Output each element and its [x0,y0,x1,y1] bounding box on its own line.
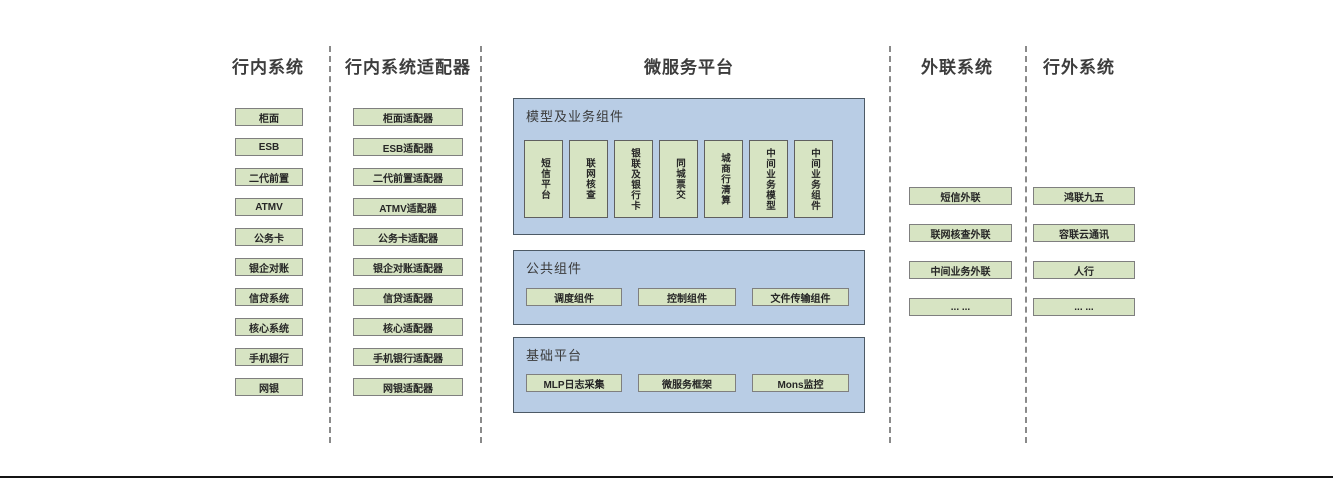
outreach-system-box: 联网核查外联 [909,224,1012,242]
model-component-label: 短信平台 [538,158,550,200]
external-system-box: 鸿联九五 [1033,187,1135,205]
base-platform-box: Mons监控 [752,374,849,392]
adapter-box: 公务卡适配器 [353,228,463,246]
common-component-box: 调度组件 [526,288,622,306]
internal-system-box: 柜面 [235,108,303,126]
lane-header-internal: 行内系统 [232,58,304,77]
panel-label: 基础平台 [526,348,583,363]
common-component-box: 文件传输组件 [752,288,849,306]
internal-system-box: ESB [235,138,303,156]
lane-header-platform: 微服务平台 [644,58,734,77]
lane-separator-4 [1025,46,1027,443]
adapter-box: 银企对账适配器 [353,258,463,276]
panel-label: 模型及业务组件 [526,109,625,124]
external-system-box: 容联云通讯 [1033,224,1135,242]
model-component-box: 银联及银行卡 [614,140,653,218]
external-system-box: 人行 [1033,261,1135,279]
bottom-divider [0,476,1333,478]
model-component-label: 中间业务组件 [808,147,820,211]
lane-separator-2 [480,46,482,443]
internal-system-box: 二代前置 [235,168,303,186]
model-component-label: 银联及银行卡 [628,147,640,211]
model-component-box: 联网核查 [569,140,608,218]
model-component-box: 短信平台 [524,140,563,218]
panel-model-business-components: 模型及业务组件 短信平台 联网核查 银联及银行卡 同城票交 城商行清算 中间业务… [513,98,865,235]
outreach-system-box: 短信外联 [909,187,1012,205]
common-component-box: 控制组件 [638,288,736,306]
adapter-box: ATMV适配器 [353,198,463,216]
lane-header-adapters: 行内系统适配器 [345,58,471,77]
lane-separator-3 [889,46,891,443]
adapter-box: 核心适配器 [353,318,463,336]
internal-system-box: 网银 [235,378,303,396]
external-system-box: ... ... [1033,298,1135,316]
panel-label: 公共组件 [526,261,583,276]
base-platform-box: 微服务框架 [638,374,736,392]
adapter-box: ESB适配器 [353,138,463,156]
internal-system-box: 核心系统 [235,318,303,336]
lane-header-outreach: 外联系统 [921,58,993,77]
model-component-label: 同城票交 [673,158,685,200]
model-component-label: 城商行清算 [718,152,730,206]
internal-system-box: 信贷系统 [235,288,303,306]
model-component-box: 城商行清算 [704,140,743,218]
model-component-box: 中间业务模型 [749,140,788,218]
adapter-box: 柜面适配器 [353,108,463,126]
outreach-system-box: ... ... [909,298,1012,316]
base-platform-box: MLP日志采集 [526,374,622,392]
model-component-box: 中间业务组件 [794,140,833,218]
model-component-label: 中间业务模型 [763,147,775,211]
model-component-box: 同城票交 [659,140,698,218]
model-component-label: 联网核查 [583,158,595,200]
panel-common-components: 公共组件 调度组件 控制组件 文件传输组件 [513,250,865,325]
internal-system-box: 公务卡 [235,228,303,246]
adapter-box: 二代前置适配器 [353,168,463,186]
outreach-system-box: 中间业务外联 [909,261,1012,279]
lane-separator-1 [329,46,331,443]
internal-system-box: 手机银行 [235,348,303,366]
adapter-box: 信贷适配器 [353,288,463,306]
lane-header-external: 行外系统 [1043,58,1115,77]
adapter-box: 网银适配器 [353,378,463,396]
adapter-box: 手机银行适配器 [353,348,463,366]
panel-base-platform: 基础平台 MLP日志采集 微服务框架 Mons监控 [513,337,865,413]
internal-system-box: ATMV [235,198,303,216]
internal-system-box: 银企对账 [235,258,303,276]
